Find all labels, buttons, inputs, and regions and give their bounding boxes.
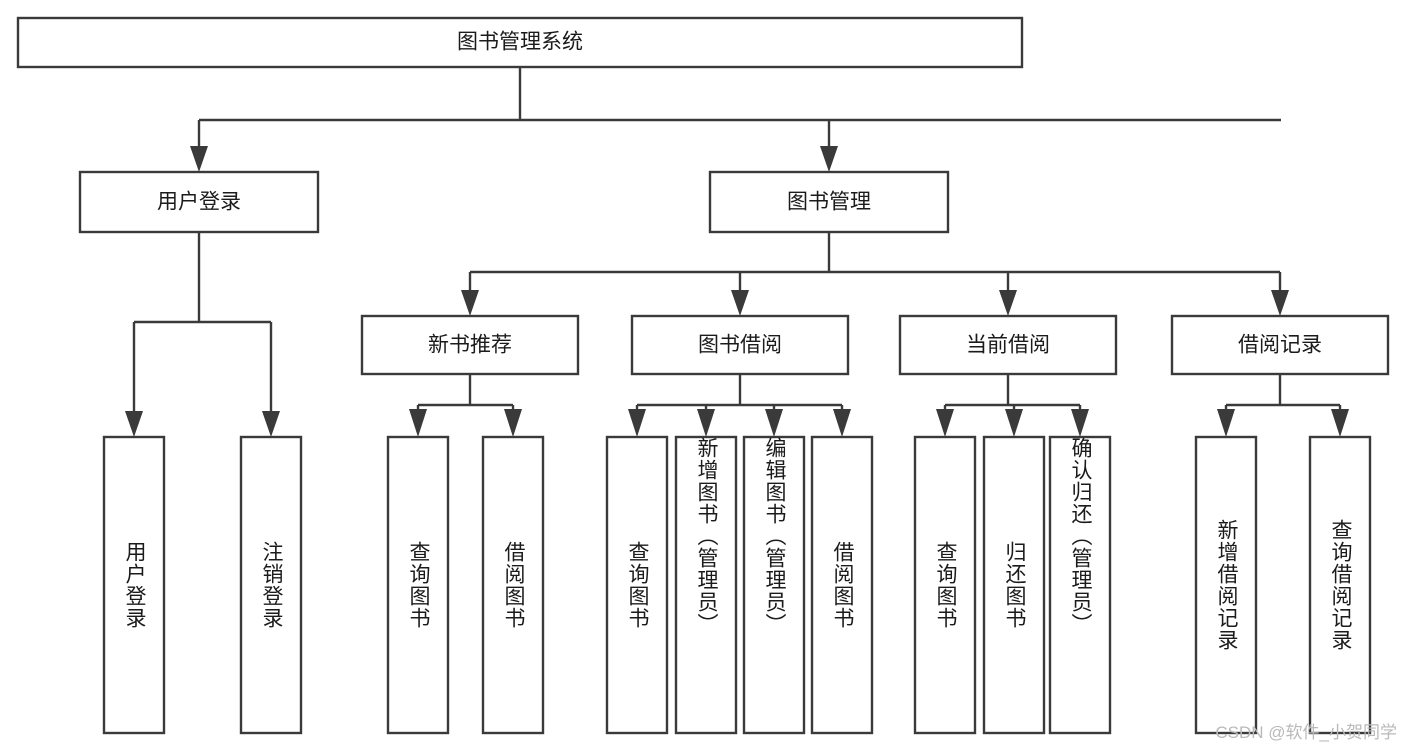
leaf-box-user-logout[interactable] — [239, 435, 303, 735]
connector-borrow-record-to-leaves — [1224, 374, 1342, 411]
arrow-to-current-borrow — [999, 290, 1017, 316]
connector-book-borrow-to-leaves — [635, 374, 844, 411]
arrow-to-leaf-rec-borrow-book — [504, 409, 522, 437]
leaf-box-user-login[interactable] — [102, 435, 166, 735]
node-label-book-manage: 图书管理 — [787, 191, 871, 214]
arrow-to-new-book-rec — [461, 290, 479, 316]
arrow-to-borrow-record — [1271, 290, 1289, 316]
leaf-box-rec-borrow-book[interactable] — [481, 435, 545, 735]
node-label-user-login: 用户登录 — [157, 191, 241, 214]
arrow-to-leaf-user-login — [125, 411, 143, 437]
node-label-new-book-rec: 新书推荐 — [428, 334, 512, 357]
node-box-new-book-rec[interactable] — [360, 314, 580, 376]
node-label-root: 图书管理系统 — [457, 31, 583, 54]
arrow-to-leaf-user-logout — [262, 411, 280, 437]
leaf-box-borrow-query-book[interactable] — [605, 435, 669, 735]
leaf-box-cur-confirm-return[interactable] — [1048, 435, 1112, 735]
node-box-root[interactable] — [16, 16, 1024, 69]
leaf-box-cur-query-book[interactable] — [913, 435, 977, 735]
node-label-book-borrow: 图书借阅 — [698, 334, 782, 357]
connector-user-login-to-leaves — [132, 232, 273, 411]
node-label-current-borrow: 当前借阅 — [966, 334, 1050, 357]
node-label-borrow-record: 借阅记录 — [1238, 334, 1322, 357]
leaf-box-rec-add-record[interactable] — [1194, 435, 1258, 735]
arrow-to-leaf-rec-add-record — [1217, 409, 1235, 437]
node-box-current-borrow[interactable] — [898, 314, 1118, 376]
arrow-to-leaf-cur-query-book — [936, 409, 954, 437]
leaf-box-rec-query-book[interactable] — [386, 435, 450, 735]
arrow-to-leaf-borrow-add-book — [697, 409, 715, 437]
arrow-to-leaf-rec-query-record — [1331, 409, 1349, 437]
connector-book-manage-to-level3 — [468, 232, 1282, 290]
node-box-book-manage[interactable] — [708, 170, 950, 234]
leaf-box-borrow-add-book[interactable] — [674, 435, 738, 735]
arrow-to-leaf-cur-confirm-return — [1071, 409, 1089, 437]
arrow-to-leaf-rec-query-book — [409, 409, 427, 437]
arrow-root-to-book-manage — [820, 146, 838, 172]
connector-root-to-level2 — [197, 67, 1281, 146]
leaf-box-cur-return-book[interactable] — [982, 435, 1046, 735]
leaf-box-borrow-borrow-book[interactable] — [810, 435, 874, 735]
arrow-to-leaf-borrow-borrow-book — [833, 409, 851, 437]
leaf-box-rec-query-record[interactable] — [1308, 435, 1372, 735]
arrow-to-book-borrow — [731, 290, 749, 316]
arrow-to-leaf-borrow-query-book — [628, 409, 646, 437]
arrow-to-leaf-borrow-edit-book — [765, 409, 783, 437]
node-box-borrow-record[interactable] — [1170, 314, 1390, 376]
connector-new-book-rec-to-leaves — [416, 374, 515, 411]
arrow-root-to-user-login — [190, 146, 208, 172]
node-box-book-borrow[interactable] — [630, 314, 850, 376]
connector-current-borrow-to-leaves — [943, 374, 1082, 411]
node-box-user-login[interactable] — [78, 170, 320, 234]
arrow-to-leaf-cur-return-book — [1005, 409, 1023, 437]
leaf-box-borrow-edit-book[interactable] — [742, 435, 806, 735]
